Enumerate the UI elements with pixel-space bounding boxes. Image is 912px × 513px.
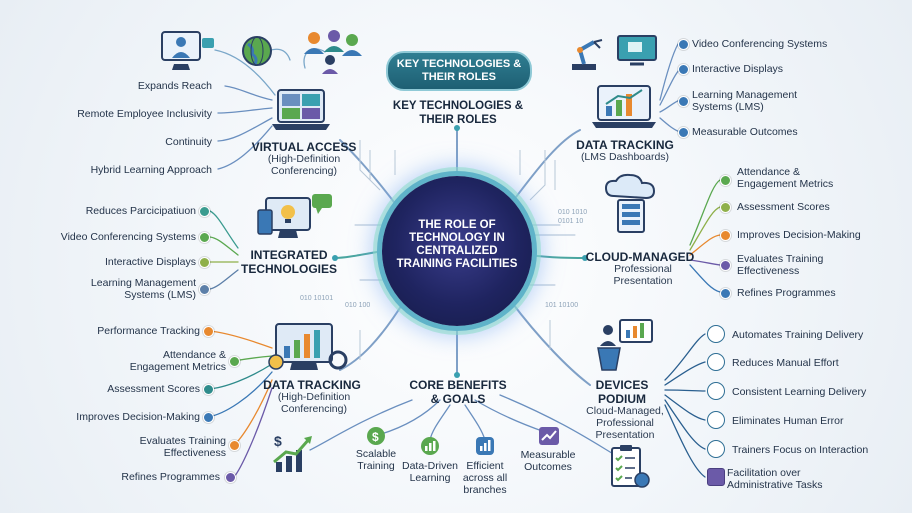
core-item: Data-Driven Learning [401, 460, 459, 484]
effort-icon [707, 353, 725, 371]
checklist-icon [611, 445, 650, 488]
error-icon [707, 411, 725, 429]
bullet-dot [199, 257, 210, 268]
bullet-dot [229, 440, 240, 451]
virtual-item: Continuity [165, 136, 212, 148]
bullet-dot [720, 230, 731, 241]
core-item: Efficient across all branches [462, 460, 508, 496]
trainer-icon [707, 440, 725, 458]
efficiency-icon [476, 437, 494, 455]
bullet-dot [720, 288, 731, 299]
svg-text:$: $ [274, 433, 282, 449]
data-tracking-left-title: DATA TRACKING [263, 378, 361, 392]
remote-team-icon [304, 30, 362, 74]
bullet-dot [199, 284, 210, 295]
core-title: CORE BENEFITS & GOALS [409, 378, 507, 406]
bullet-dot [720, 175, 731, 186]
integrated-item: Interactive Displays [104, 256, 196, 268]
decor-binary: 010 10101 [300, 295, 334, 302]
tracking-right-item: Interactive Displays [692, 63, 784, 75]
devices-item: Eliminates Human Error [732, 415, 844, 427]
integrated-item: Reduces Parcicipatiuon [85, 205, 196, 217]
bullet-dot [199, 232, 210, 243]
svg-text:$: $ [372, 430, 379, 444]
virtual-access-title: VIRTUAL ACCESS [251, 140, 357, 154]
display-icon [617, 35, 657, 66]
globe-icon [242, 36, 272, 66]
devices-title: DEVICES PODIUM [595, 378, 649, 406]
tracking-right-item: Learning Management Systems (LMS) [692, 89, 798, 113]
bullet-dot [678, 127, 689, 138]
devices-icon [257, 194, 332, 238]
bullet-dot [720, 260, 731, 271]
core-item: Measurable Outcomes [520, 449, 576, 473]
cloud-title: CLOUD-MANAGED [585, 250, 695, 264]
hub-title: THE ROLE OF TECHNOLOGY IN CENTRALIZED TR… [396, 219, 518, 270]
integrated-item: Video Conferencing Systems [60, 231, 196, 243]
virtual-item: Remote Employee Inclusivity [77, 108, 212, 120]
data-chart-icon [421, 437, 439, 455]
automation-icon [707, 325, 725, 343]
cloud-server-icon [604, 173, 656, 233]
tracking-left-item: Assessment Scores [107, 383, 200, 395]
key-technologies-heading: KEY TECHNOLOGIES & THEIR ROLES [392, 100, 524, 126]
virtual-item: Hybrid Learning Approach [90, 164, 212, 176]
analytics-screen-icon [268, 323, 348, 370]
podium-icon [597, 319, 653, 371]
cloud-item: Assessment Scores [737, 201, 830, 213]
core-item: Scalable Training [355, 448, 397, 472]
dashboard-laptop-icon [592, 85, 656, 128]
robot-arm-icon [572, 39, 603, 70]
devices-item: Consistent Learning Delivery [732, 386, 867, 398]
tracking-right-item: Video Conferencing Systems [692, 38, 828, 50]
tracking-left-item: Evaluates Training Effectiveness [139, 435, 226, 459]
tracking-left-item: Attendance & Engagement Metrics [129, 349, 226, 373]
devices-subtitle: Cloud-Managed, Professional Presentation [586, 405, 664, 441]
bullet-dot [203, 326, 214, 337]
integrated-item: Learning Management Systems (LMS) [90, 277, 196, 301]
decor-binary: 101 10100 [545, 302, 579, 309]
outcomes-icon [539, 427, 559, 445]
laptop-video-icon [272, 89, 330, 130]
bullet-dot [720, 202, 731, 213]
video-call-icon [161, 31, 214, 70]
dollar-icon: $ [367, 427, 385, 445]
devices-item: Trainers Focus on Interaction [732, 444, 869, 456]
key-technologies-pill: KEY TECHNOLOGIES & THEIR ROLES [386, 51, 532, 91]
tracking-right-item: Measurable Outcomes [692, 126, 798, 138]
devices-item: Facilitation over Administrative Tasks [727, 467, 823, 491]
data-tracking-left-subtitle: (High-Definition Conferencing) [277, 391, 351, 415]
bullet-dot [199, 206, 210, 217]
bullet-dot [678, 96, 689, 107]
decor-binary: 010 100 [345, 302, 371, 309]
cloud-item: Evaluates Training Effectiveness [737, 253, 824, 277]
virtual-item: Expands Reach [137, 80, 212, 92]
bullet-dot [203, 412, 214, 423]
bullet-dot [225, 472, 236, 483]
devices-item: Automates Training Delivery [732, 329, 864, 341]
bullet-dot [678, 64, 689, 75]
decor-binary: 010 1010 [558, 209, 588, 216]
bullet-dot [678, 39, 689, 50]
cloud-subtitle: Professional Presentation [613, 263, 673, 287]
cloud-item: Refines Programmes [737, 287, 836, 299]
decor-binary: 0101 10 [558, 218, 584, 225]
bullet-dot [203, 384, 214, 395]
growth-chart-icon: $ [273, 433, 312, 472]
bullet-dot [229, 356, 240, 367]
cloud-item: Improves Decision-Making [737, 229, 861, 241]
consistency-icon [707, 382, 725, 400]
admin-tasks-icon [707, 468, 725, 486]
virtual-access-subtitle: (High-Definition Conferencing) [267, 153, 341, 177]
integrated-title: INTEGRATED TECHNOLOGIES [240, 248, 337, 276]
data-tracking-right-title: DATA TRACKING [576, 138, 674, 152]
tracking-left-item: Performance Tracking [97, 325, 200, 337]
tracking-left-item: Refines Programmes [121, 471, 220, 483]
devices-item: Reduces Manual Effort [732, 357, 839, 369]
cloud-item: Attendance & Engagement Metrics [737, 166, 834, 190]
data-tracking-right-subtitle: (LMS Dashboards) [580, 151, 670, 163]
tracking-left-item: Improves Decision-Making [76, 411, 200, 423]
central-hub [382, 176, 532, 326]
